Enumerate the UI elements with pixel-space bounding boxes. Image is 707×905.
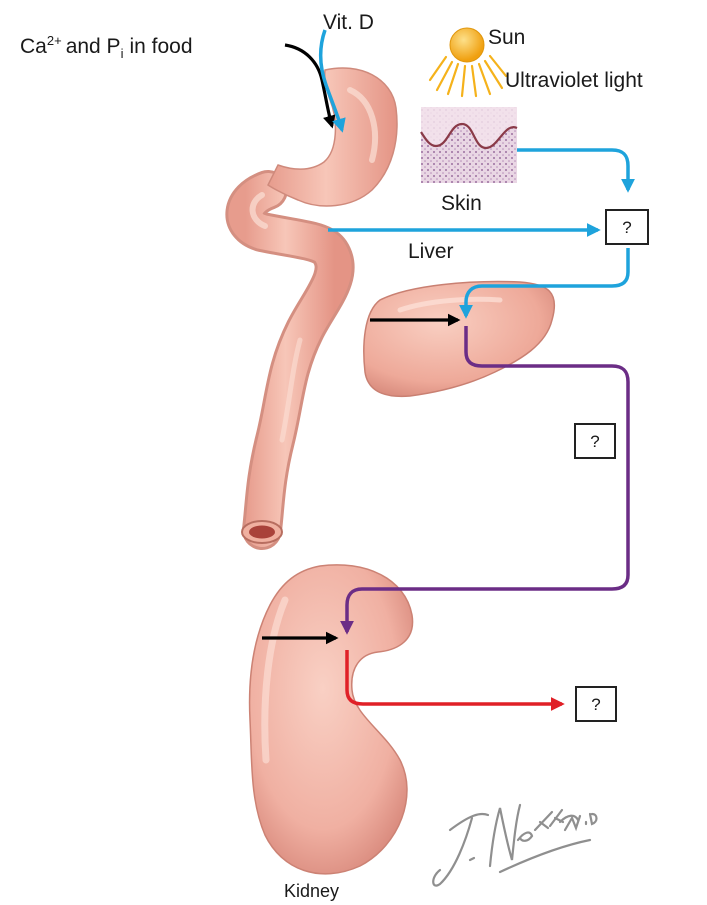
kidney-output-arrow (347, 650, 562, 704)
kidney-label: Kidney (284, 881, 339, 901)
kidney-illustration (250, 565, 413, 874)
question-box-2: ? (575, 424, 615, 458)
question-box-1: ? (606, 210, 648, 244)
uv-label: Ultraviolet light (505, 69, 643, 92)
sun-label: Sun (488, 26, 525, 49)
food-label: Ca2+ and Pi in food (20, 33, 193, 61)
skin-illustration (421, 107, 517, 183)
food-label-and: and P (66, 35, 121, 58)
food-label-sub: i (121, 46, 124, 61)
food-label-rest: in food (129, 35, 192, 58)
skin-label: Skin (441, 192, 482, 215)
skin-to-box-arrow (517, 150, 628, 190)
food-label-charge: 2+ (47, 33, 62, 48)
question-box-3: ? (576, 687, 616, 721)
question-box-3-text: ? (591, 695, 600, 714)
netter-signature (433, 805, 596, 886)
liver-illustration (364, 282, 555, 397)
liver-label: Liver (408, 240, 454, 263)
vitd-label: Vit. D (323, 11, 374, 34)
question-box-1-text: ? (622, 218, 631, 237)
food-label-ca: Ca (20, 35, 47, 58)
question-box-2-text: ? (590, 432, 599, 451)
